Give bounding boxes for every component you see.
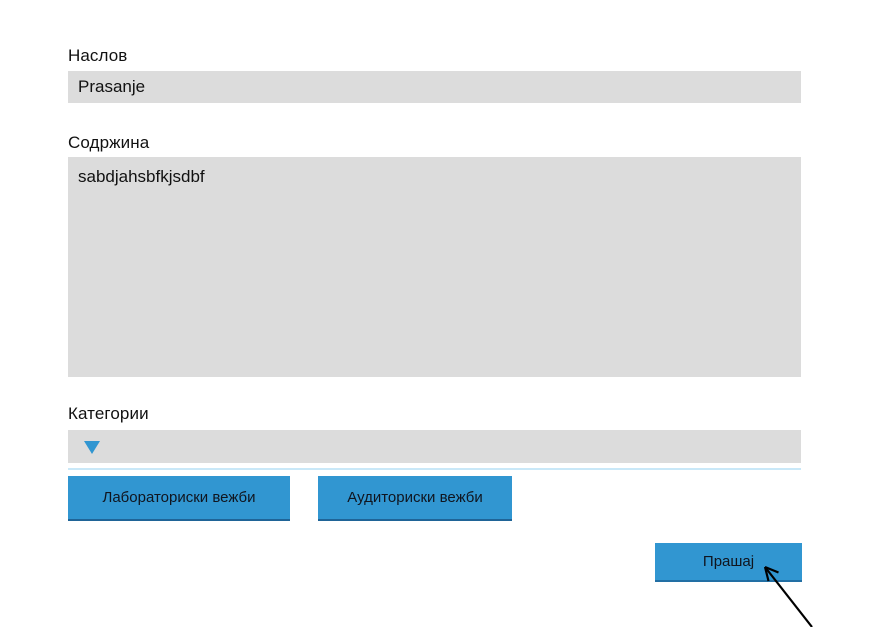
title-input[interactable] [68,71,801,103]
dropdown-underline [68,468,801,470]
category-button-lab-exercises[interactable]: Лабораториски вежби [68,476,290,521]
dropdown-triangle-icon [84,441,100,454]
ask-submit-button[interactable]: Прашај [655,543,802,582]
categories-label: Категории [68,404,149,423]
title-label: Наслов [68,46,128,65]
categories-dropdown[interactable] [68,430,801,463]
content-textarea[interactable] [68,157,801,377]
category-button-aud-exercises[interactable]: Аудиториски вежби [318,476,512,521]
content-label: Содржина [68,133,150,152]
